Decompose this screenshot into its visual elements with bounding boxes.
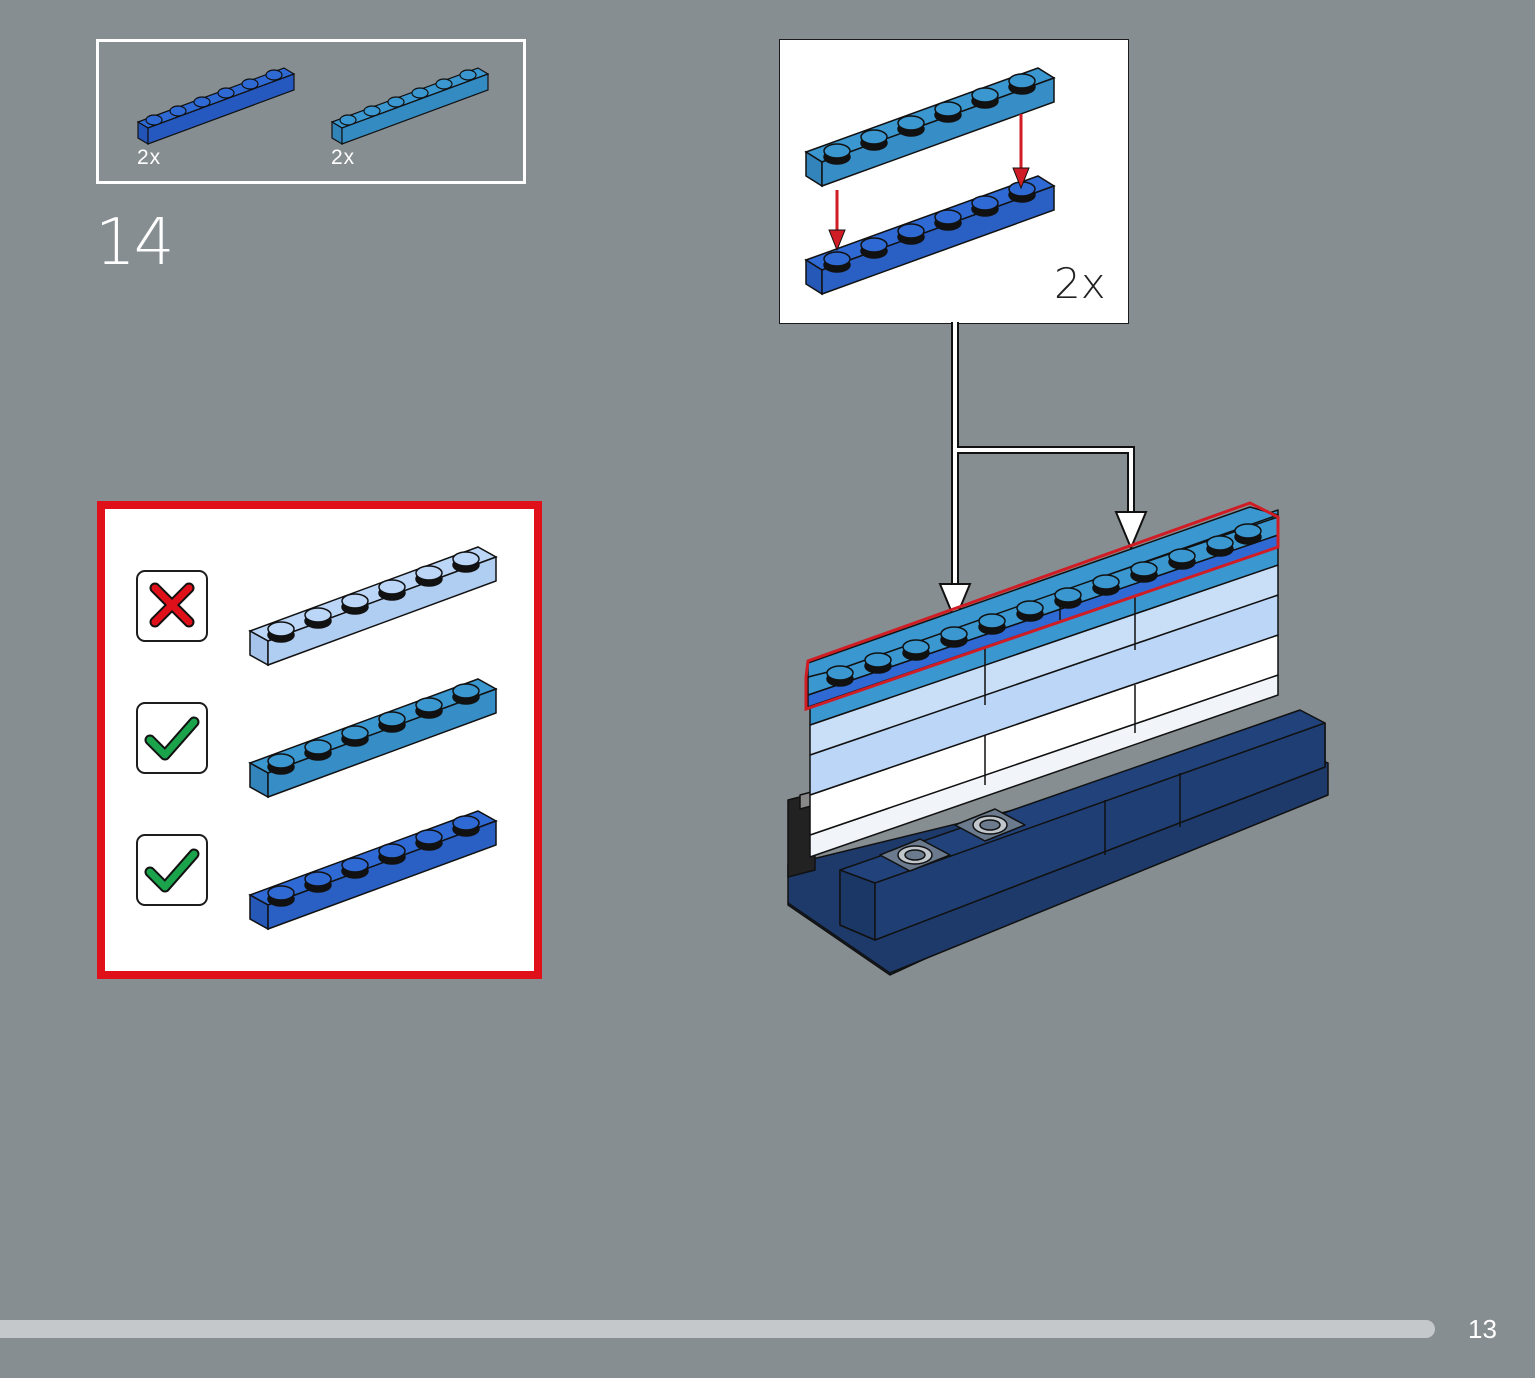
- medium-blue-plate-icon: [330, 67, 490, 146]
- red-cross-icon: [149, 582, 195, 628]
- part-count-medium-blue: 2x: [331, 146, 356, 169]
- check-box-incorrect: [136, 570, 208, 642]
- light-blue-plate-icon: [248, 546, 498, 667]
- page-number: 13: [1468, 1314, 1497, 1344]
- check-box-correct-blue: [136, 834, 208, 906]
- highlight-outline: [804, 501, 1280, 712]
- model-assembly-illustration: [787, 501, 1329, 976]
- step-number: 14: [95, 206, 174, 280]
- parts-list-box: 2x 2x: [96, 39, 526, 184]
- callout-arrows: [938, 322, 1148, 623]
- white-arrow-icon: [1114, 511, 1148, 551]
- subassembly-callout: 2x: [779, 39, 1129, 324]
- medium-blue-plate-check-icon: [248, 678, 498, 799]
- subassembly-count: 2x: [1054, 259, 1106, 308]
- progress-bar: [0, 1320, 1435, 1338]
- color-check-panel: [97, 501, 542, 979]
- blue-plate-check-icon: [248, 810, 498, 931]
- subassembly-illustration: [804, 67, 1056, 296]
- green-check-icon: [144, 716, 200, 761]
- blue-plate-icon: [136, 67, 296, 146]
- white-arrow-icon: [938, 583, 972, 623]
- green-check-icon: [144, 848, 200, 893]
- part-count-blue: 2x: [137, 146, 162, 169]
- red-arrow-icon: [828, 114, 1030, 252]
- check-box-correct-medium-blue: [136, 702, 208, 774]
